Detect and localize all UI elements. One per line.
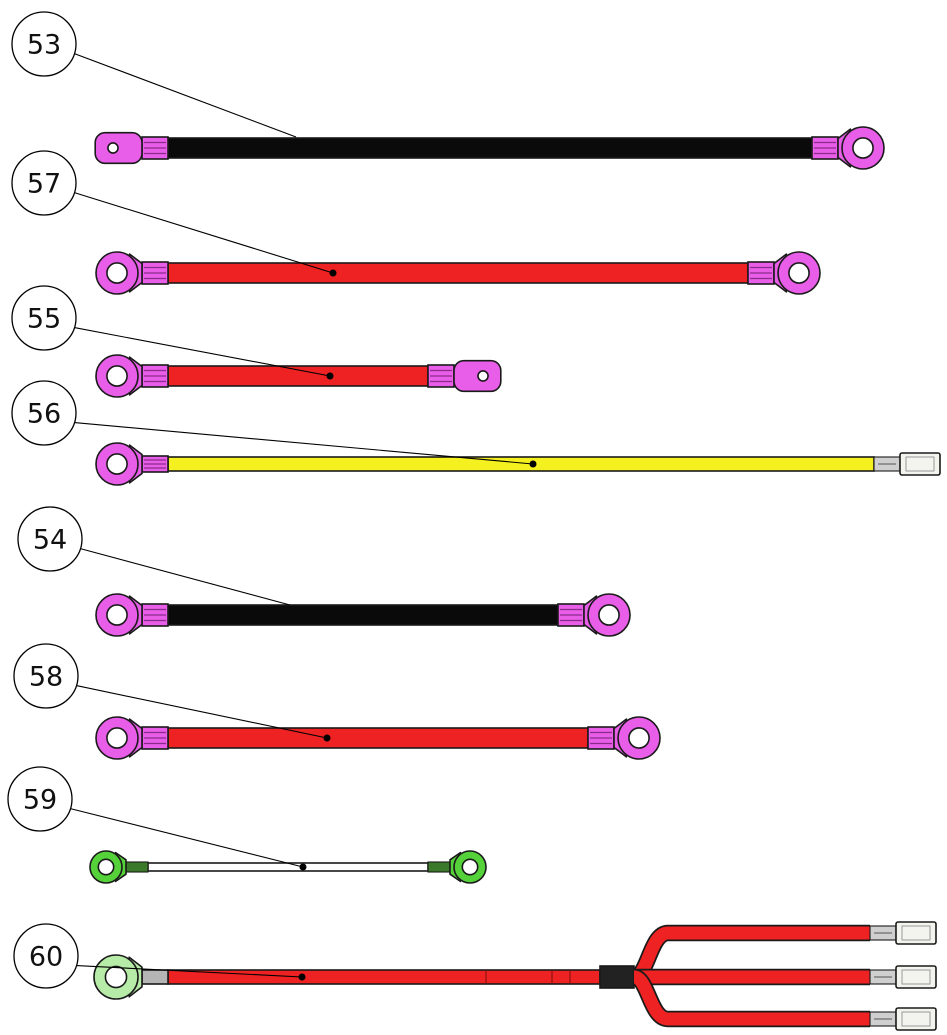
wire bbox=[167, 137, 813, 159]
callout-label: 59 bbox=[23, 785, 57, 816]
callout-label: 60 bbox=[29, 942, 63, 973]
wire bbox=[167, 604, 559, 626]
wire-assembly-55 bbox=[74, 327, 502, 398]
wire bbox=[167, 969, 601, 985]
wire-assembly-56 bbox=[74, 422, 941, 486]
leader-dot bbox=[298, 973, 306, 981]
callout-55: 55 bbox=[11, 285, 77, 351]
callout-label: 54 bbox=[33, 525, 67, 556]
leader-line bbox=[76, 685, 328, 739]
callout-label: 55 bbox=[27, 304, 61, 335]
wire-assembly-59 bbox=[70, 808, 487, 884]
callout-label: 58 bbox=[29, 662, 63, 693]
leader-line bbox=[76, 965, 303, 978]
wire-assembly-60 bbox=[76, 921, 937, 1031]
leader-line bbox=[70, 808, 304, 868]
leader-dot bbox=[329, 269, 337, 277]
wire-assembly-54 bbox=[80, 548, 631, 637]
leader-dot bbox=[529, 460, 537, 468]
splice bbox=[599, 965, 635, 989]
callout-label: 53 bbox=[27, 30, 61, 61]
leader-line bbox=[80, 548, 291, 606]
callout-56: 56 bbox=[11, 380, 77, 446]
callout-label: 57 bbox=[27, 169, 61, 200]
callout-57: 57 bbox=[11, 150, 77, 216]
leader-line bbox=[74, 422, 534, 465]
wire bbox=[167, 456, 875, 472]
leader-line bbox=[74, 53, 297, 138]
wire bbox=[147, 862, 429, 872]
leader-line bbox=[74, 192, 334, 274]
wire bbox=[167, 262, 749, 284]
leader-dot bbox=[326, 372, 334, 380]
leader-dot bbox=[299, 863, 307, 871]
callout-58: 58 bbox=[13, 643, 79, 709]
callout-53: 53 bbox=[11, 11, 77, 77]
wire bbox=[167, 365, 429, 387]
callout-label: 56 bbox=[27, 399, 61, 430]
wire bbox=[167, 727, 589, 749]
callout-54: 54 bbox=[17, 506, 83, 572]
leader-line bbox=[74, 327, 331, 377]
callout-60: 60 bbox=[13, 923, 79, 989]
callout-59: 59 bbox=[7, 766, 73, 832]
wire-assembly-58 bbox=[76, 685, 661, 760]
wire-assembly-53 bbox=[74, 53, 885, 170]
leader-dot bbox=[323, 734, 331, 742]
wire-assembly-57 bbox=[74, 192, 821, 295]
